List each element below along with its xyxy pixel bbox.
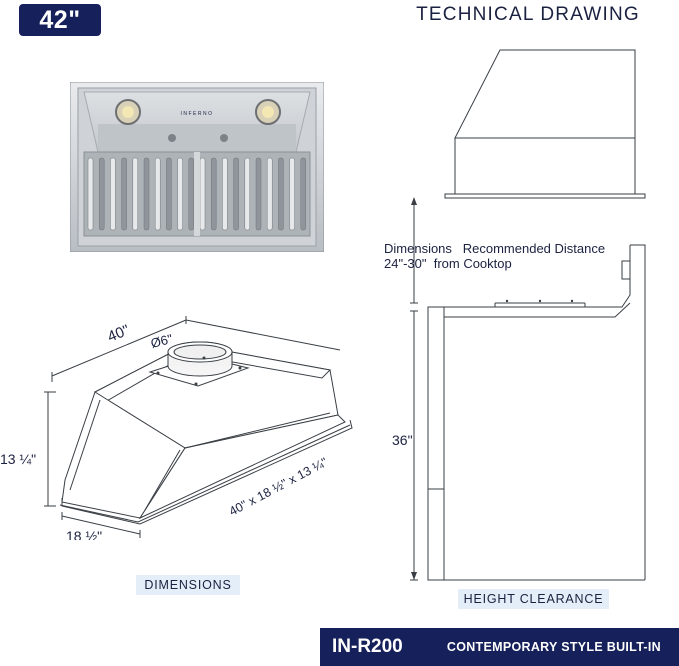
product-photo: INFERNO [70,82,324,252]
clearance-text-line1: Dimensions Recommended Distance [384,241,606,256]
knob-icon [168,134,176,142]
size-badge: 42" [19,4,101,36]
depth-label: 18 ½" [66,528,102,540]
product-description: CONTEMPORARY STYLE BUILT-IN [446,640,661,654]
clearance-text-line2: 24"-30" from Cooktop [384,256,512,271]
duct-label: Ø6" [149,331,174,351]
dimensions-drawing: 40" Ø6" 13 ¼" 18 ½" 40" x 18 ½" x 13 ¼" [0,316,353,540]
width-label: 40" [105,322,132,346]
dimensions-label: DIMENSIONS [136,575,240,595]
height-clearance-drawing [410,197,646,581]
side-profile-drawing [444,49,646,199]
height-clearance-label: HEIGHT CLEARANCE [458,589,609,609]
brand-mark: INFERNO [181,111,214,117]
model-number: IN-R200 [332,636,403,657]
knob-icon [220,134,228,142]
counter-height-label: 36" [392,432,413,448]
page-title: TECHNICAL DRAWING [416,4,640,25]
footer-bar: IN-R200 CONTEMPORARY STYLE BUILT-IN [320,628,679,666]
baffle-filters [87,157,307,231]
height-label: 13 ¼" [0,451,36,467]
